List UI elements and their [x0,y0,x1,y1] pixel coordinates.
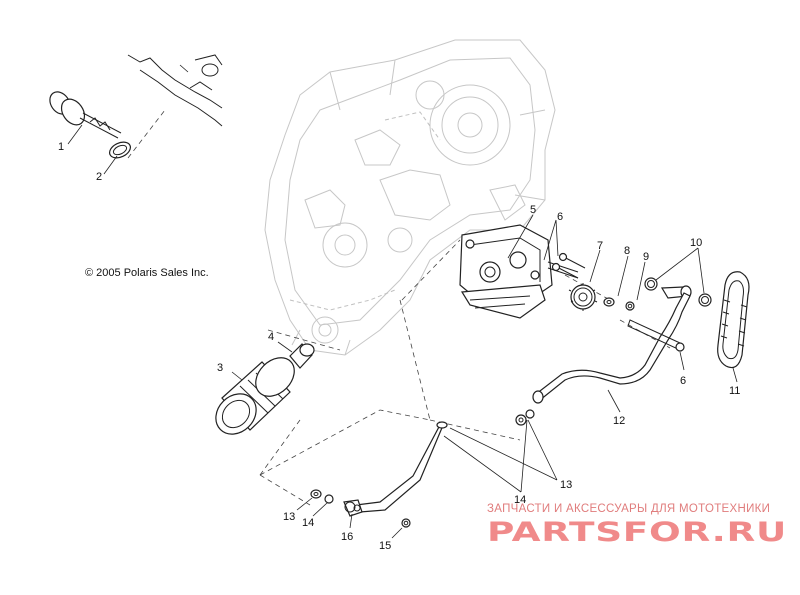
callout-6-lower: 6 [680,375,686,387]
drive-chain-part [717,271,750,369]
callout-16: 16 [341,531,353,543]
watermark-tagline: ЗАПЧАСТИ И АКСЕССУАРЫ ДЛЯ МОТОТЕХНИКИ [487,503,770,515]
o-ring-pair-part [644,277,712,307]
callout-1: 1 [58,141,64,153]
crankcase-ghost-outline [264,39,556,356]
callout-13-right: 13 [560,479,572,491]
callout-4: 4 [268,331,274,343]
callout-11: 11 [729,385,740,397]
watermark: ЗАПЧАСТИ И АКСЕССУАРЫ ДЛЯ МОТОТЕХНИКИ PA… [487,503,787,548]
banjo-bolt-part [401,518,411,528]
copyright-notice: © 2005 Polaris Sales Inc. [85,267,209,279]
callout-14-left: 14 [302,517,314,529]
callout-2: 2 [96,171,102,183]
watermark-brand: PARTSFOR.RU [487,517,787,548]
crush-washer-part [310,409,535,504]
callout-3: 3 [217,362,223,374]
callout-14-right: 14 [514,494,526,506]
callout-9: 9 [643,251,649,263]
callout-7: 7 [597,240,603,252]
callout-15: 15 [379,540,391,552]
bolt-part [625,301,635,311]
callout-8: 8 [624,245,630,257]
pump-sprocket-part [568,283,598,311]
callout-10: 10 [690,237,702,249]
dipstick-part [49,91,122,139]
oil-hose-part [532,292,691,404]
dipstick-detail [127,54,223,127]
callout-leader-lines [67,124,738,539]
assembly-alignment-lines [127,109,671,506]
callout-12: 12 [613,415,625,427]
oil-filter-part [215,357,295,435]
pump-bolt-part [551,252,586,279]
oil-pipe-part [343,421,448,517]
callout-5: 5 [530,204,536,216]
washer-part [603,297,615,307]
filter-fitting-part [289,343,315,369]
callout-6-upper: 6 [557,211,563,223]
callout-13-left: 13 [283,511,295,523]
o-ring-part [109,141,131,159]
callout-numbers: 1 2 3 4 5 6 6 7 8 9 10 11 12 13 13 14 14… [58,141,740,552]
oil-pump-part [459,224,579,319]
